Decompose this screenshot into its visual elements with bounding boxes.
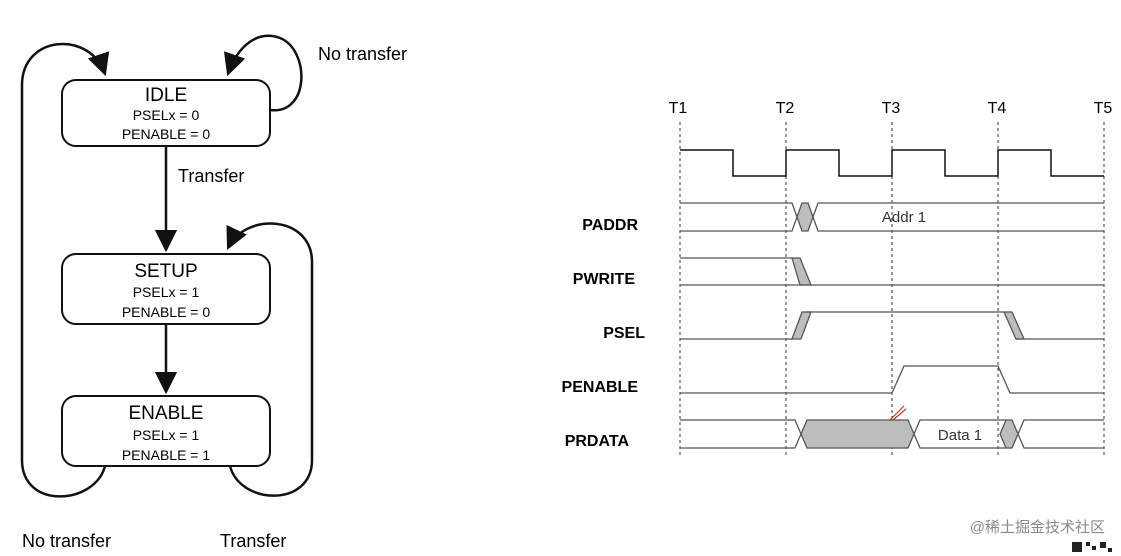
label-idle-to-setup: Transfer — [178, 166, 244, 186]
state-enable-penable: PENABLE = 1 — [122, 447, 211, 463]
timing-diagram: T1 T2 T3 T4 T5 PADDR PWRITE PSEL PENABLE… — [562, 100, 1113, 455]
time-label-t2: T2 — [776, 100, 795, 117]
state-enable-box — [61, 395, 271, 467]
state-idle-title: IDLE — [145, 85, 187, 106]
watermark-text: @稀土掘金技术社区 — [970, 519, 1105, 536]
label-enable-to-setup: Transfer — [220, 531, 286, 551]
signal-label-prdata: PRDATA — [565, 433, 630, 450]
cursor-pen-icon — [889, 405, 907, 421]
state-enable-title: ENABLE — [129, 403, 204, 424]
penable-waveform — [680, 365, 1104, 394]
pwrite-waveform — [680, 257, 1104, 286]
state-enable: ENABLE PSELx = 1 PENABLE = 1 — [61, 395, 271, 467]
state-setup-psel: PSELx = 1 — [133, 284, 200, 300]
edge-idle-self — [223, 34, 303, 112]
state-setup-penable: PENABLE = 0 — [122, 304, 211, 320]
signal-label-penable: PENABLE — [562, 379, 639, 396]
qr-code-icon — [1072, 542, 1112, 552]
prdata-waveform — [680, 419, 1104, 449]
psel-waveform — [680, 311, 1104, 340]
state-setup-title: SETUP — [134, 261, 197, 282]
state-enable-psel: PSELx = 1 — [133, 427, 200, 443]
state-machine: IDLE PSELx = 0 PENABLE = 0 SETUP PSELx =… — [20, 34, 407, 551]
state-idle-penable: PENABLE = 0 — [122, 126, 211, 142]
time-label-t3: T3 — [882, 100, 901, 117]
clock-waveform — [680, 149, 1104, 177]
paddr-waveform — [680, 202, 1104, 232]
time-label-t5: T5 — [1094, 100, 1113, 117]
label-idle-self: No transfer — [318, 44, 407, 64]
signal-label-pwrite: PWRITE — [573, 271, 636, 288]
edge-enable-to-setup — [226, 222, 314, 497]
time-gridlines — [679, 122, 1105, 455]
paddr-value: Addr 1 — [882, 209, 926, 226]
edge-enable-to-idle — [20, 42, 110, 498]
label-enable-to-idle: No transfer — [22, 531, 111, 551]
signal-label-psel: PSEL — [603, 325, 645, 342]
state-idle-psel: PSELx = 0 — [133, 107, 200, 123]
prdata-value: Data 1 — [938, 427, 982, 444]
state-setup: SETUP PSELx = 1 PENABLE = 0 — [61, 253, 271, 325]
time-label-t1: T1 — [669, 100, 688, 117]
state-idle: IDLE PSELx = 0 PENABLE = 0 — [61, 79, 271, 147]
time-label-t4: T4 — [988, 100, 1007, 117]
signal-label-paddr: PADDR — [582, 217, 638, 234]
